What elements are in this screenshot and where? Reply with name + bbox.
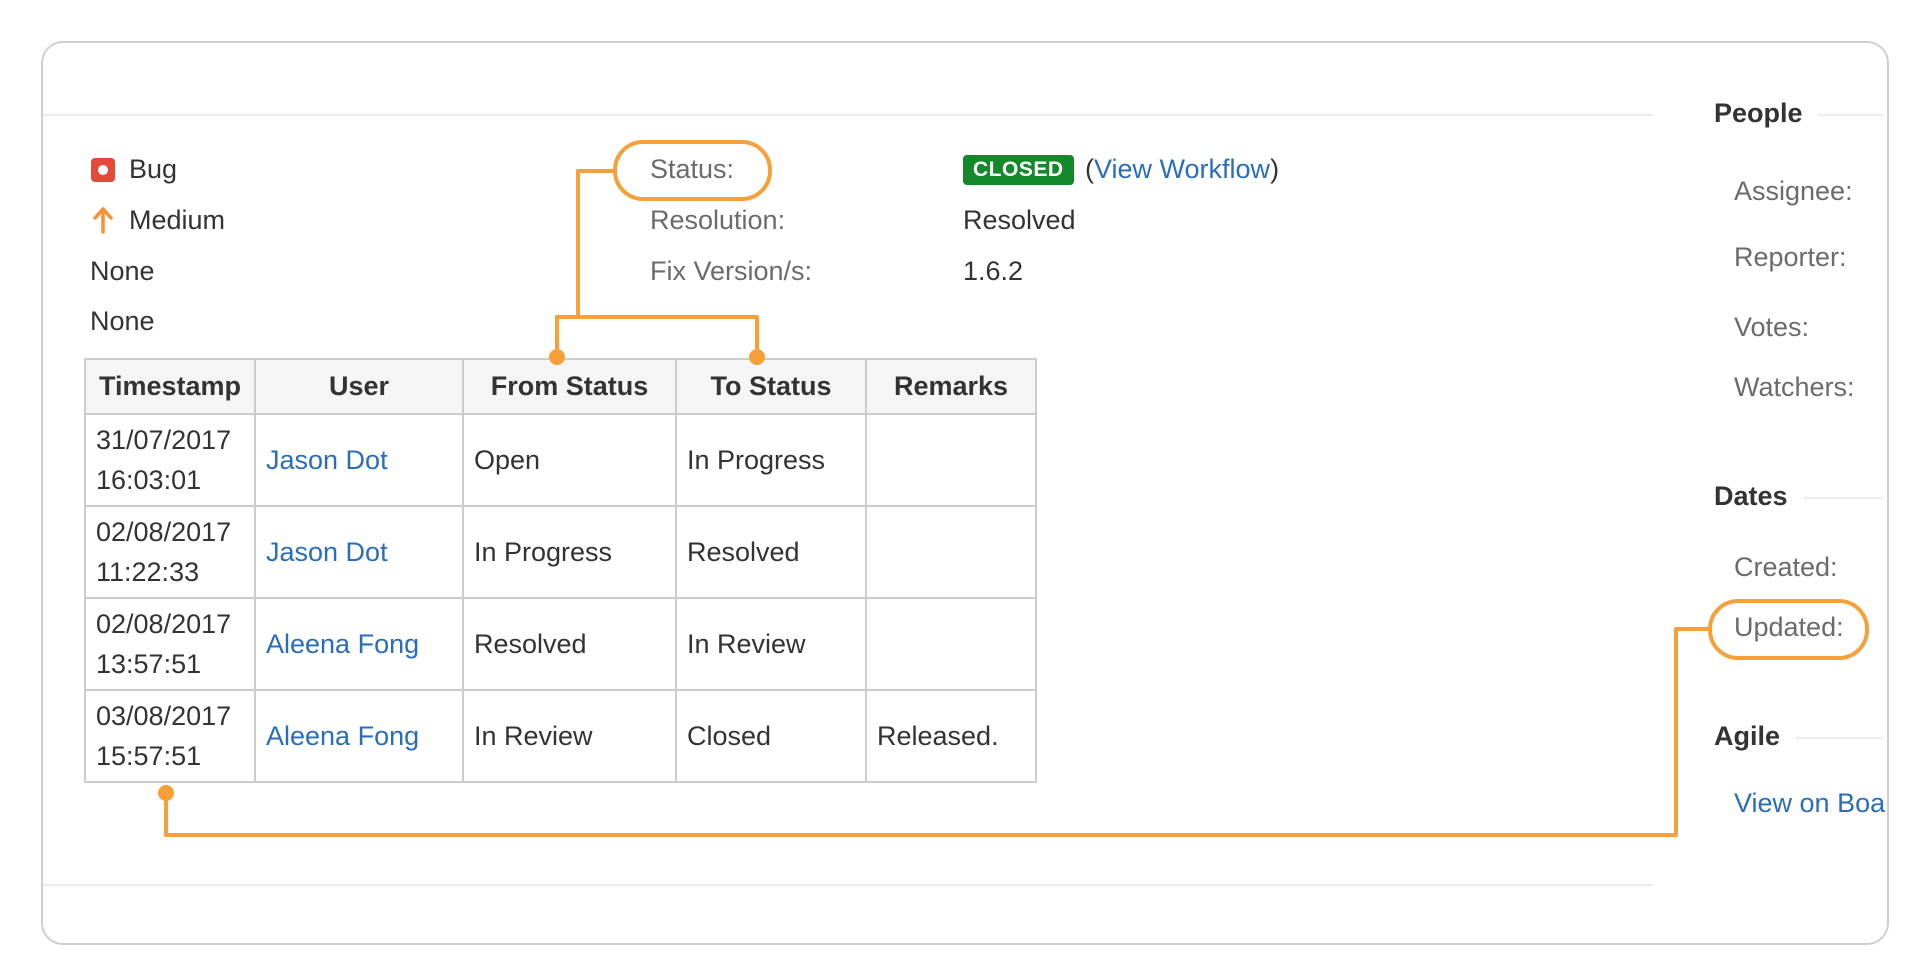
user-cell: Jason Dot — [254, 413, 464, 507]
table-row: 02/08/2017 11:22:33 Jason Dot In Progress… — [84, 505, 1037, 599]
to-status-cell: In Progress — [675, 413, 867, 507]
fix-version-value: 1.6.2 — [963, 256, 1024, 286]
user-cell: Jason Dot — [254, 505, 464, 599]
status-history-table: Timestamp User From Status To Status Rem… — [84, 358, 1037, 783]
detail-field-3: None — [90, 256, 155, 286]
view-on-board-link[interactable]: View on Boa — [1734, 788, 1885, 818]
user-cell: Aleena Fong — [254, 689, 464, 783]
user-link[interactable]: Jason Dot — [266, 445, 388, 475]
from-status-cell: Open — [462, 413, 677, 507]
status-label: Status: — [650, 154, 735, 184]
agile-heading: Agile — [1714, 721, 1781, 751]
reporter-label: Reporter: — [1734, 242, 1847, 272]
bug-icon — [91, 158, 115, 182]
fix-version-label: Fix Version/s: — [650, 256, 813, 286]
created-label: Created: — [1734, 552, 1838, 582]
people-heading: People — [1714, 98, 1803, 128]
arrow-up-icon — [93, 207, 113, 234]
timestamp-cell: 03/08/2017 15:57:51 — [84, 689, 256, 783]
col-user: User — [254, 358, 464, 415]
table-row: 31/07/2017 16:03:01 Jason Dot Open In Pro… — [84, 413, 1037, 507]
user-link[interactable]: Jason Dot — [266, 537, 388, 567]
timestamp-time: 11:22:33 — [96, 557, 200, 587]
view-workflow-link[interactable]: View Workflow — [1094, 154, 1271, 184]
assignee-label: Assignee: — [1734, 176, 1853, 206]
timestamp-date: 02/08/2017 — [96, 517, 232, 547]
workflow-paren-open: ( — [1085, 154, 1094, 184]
resolution-label: Resolution: — [650, 205, 786, 235]
to-status-cell: Resolved — [675, 505, 867, 599]
remarks-cell — [865, 505, 1037, 599]
from-status-cell: In Progress — [462, 505, 677, 599]
dates-heading: Dates — [1714, 481, 1788, 511]
updated-label: Updated: — [1734, 612, 1844, 642]
timestamp-date: 02/08/2017 — [96, 609, 232, 639]
view-workflow: (View Workflow) — [1085, 154, 1279, 185]
table-row: 03/08/2017 15:57:51 Aleena Fong In Review… — [84, 689, 1037, 783]
user-link[interactable]: Aleena Fong — [266, 629, 420, 659]
timestamp-cell: 31/07/2017 16:03:01 — [84, 413, 256, 507]
remarks-cell — [865, 413, 1037, 507]
resolution-value: Resolved — [963, 205, 1076, 235]
col-remarks: Remarks — [865, 358, 1037, 415]
timestamp-cell: 02/08/2017 11:22:33 — [84, 505, 256, 599]
priority-value: Medium — [129, 205, 226, 235]
votes-label: Votes: — [1734, 312, 1810, 342]
status-badge: CLOSED — [963, 155, 1074, 185]
watchers-label: Watchers: — [1734, 372, 1855, 402]
from-status-cell: Resolved — [462, 597, 677, 691]
timestamp-cell: 02/08/2017 13:57:51 — [84, 597, 256, 691]
col-from-status: From Status — [462, 358, 677, 415]
timestamp-date: 03/08/2017 — [96, 701, 232, 731]
timestamp-time: 15:57:51 — [96, 741, 202, 771]
timestamp-time: 13:57:51 — [96, 649, 202, 679]
remarks-cell — [865, 597, 1037, 691]
workflow-paren-close: ) — [1270, 154, 1280, 184]
to-status-cell: Closed — [675, 689, 867, 783]
top-divider — [43, 114, 1653, 116]
from-status-cell: In Review — [462, 689, 677, 783]
people-rule — [1818, 114, 1883, 116]
timestamp-time: 16:03:01 — [96, 465, 202, 495]
col-timestamp: Timestamp — [84, 358, 256, 415]
detail-field-4: None — [90, 306, 155, 336]
table-header-row: Timestamp User From Status To Status Rem… — [84, 358, 1037, 415]
agile-rule — [1796, 737, 1883, 739]
bottom-divider — [43, 884, 1653, 886]
issue-type-value: Bug — [129, 154, 178, 184]
user-link[interactable]: Aleena Fong — [266, 721, 420, 751]
timestamp-date: 31/07/2017 — [96, 425, 232, 455]
remarks-cell: Released. — [865, 689, 1037, 783]
dates-rule — [1804, 497, 1883, 499]
to-status-cell: In Review — [675, 597, 867, 691]
user-cell: Aleena Fong — [254, 597, 464, 691]
col-to-status: To Status — [675, 358, 867, 415]
